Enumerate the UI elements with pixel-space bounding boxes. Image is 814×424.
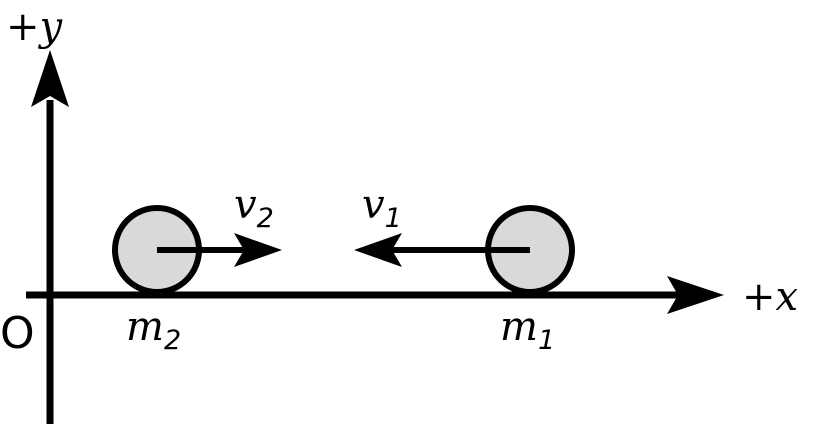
velocity-1-arrowhead — [354, 233, 402, 267]
velocity-2-arrowhead — [234, 233, 282, 267]
origin-label: O — [0, 308, 35, 359]
mass-2-symbol: m — [126, 304, 164, 350]
mass-1-label: m1 — [500, 304, 555, 356]
velocity-2-symbol: v — [234, 182, 257, 228]
mass-1-subscript: 1 — [538, 325, 555, 356]
velocity-2-label: v2 — [234, 182, 274, 234]
velocity-2-subscript: 2 — [257, 203, 274, 234]
mass-2-subscript: 2 — [164, 325, 181, 356]
mass-1-symbol: m — [500, 304, 538, 350]
velocity-1-label: v1 — [362, 182, 402, 234]
x-axis-label: +x — [742, 274, 798, 320]
y-axis-arrowhead — [31, 50, 69, 107]
x-axis-arrowhead — [667, 276, 724, 314]
velocity-1-subscript: 1 — [385, 203, 402, 234]
velocity-1-symbol: v — [362, 182, 385, 228]
y-axis-label: +y — [6, 4, 64, 50]
mass-2-label: m2 — [126, 304, 181, 356]
